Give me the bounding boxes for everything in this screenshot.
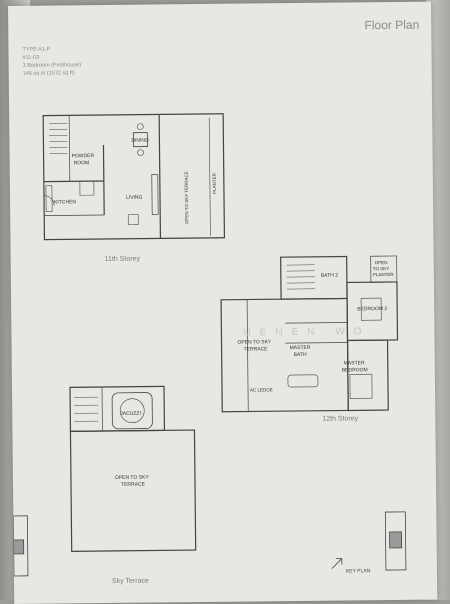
label-master-bedroom-1: MASTER: [344, 360, 365, 366]
label-ac-ledge: AC LEDGE: [250, 387, 273, 392]
storey-11-plan: [43, 114, 224, 240]
label-terrace-11: OPEN TO SKY TERRACE: [184, 171, 190, 224]
label-powder-room-1: POWDER: [72, 153, 95, 159]
label-master-bath-2: BATH: [294, 352, 307, 358]
label-planter-3: PLANTER: [373, 272, 395, 277]
label-kitchen: KITCHEN: [54, 199, 76, 205]
key-plan-right: [385, 512, 406, 570]
label-bath-2: BATH 2: [321, 273, 338, 279]
brochure-page: Floor Plan TYPE A1-P #11-03 3 Bedroom (P…: [8, 2, 437, 604]
label-bedroom-2: BEDROOM 2: [357, 306, 387, 312]
caption-storey-12: 12th Storey: [322, 415, 358, 422]
label-sky-terrace-1: OPEN TO SKY: [115, 475, 149, 481]
caption-sky-terrace: Sky Terrace: [112, 578, 149, 585]
watermark: UENEN WO: [243, 326, 370, 338]
key-plan-label: KEY PLAN: [346, 568, 370, 574]
caption-storey-11: 11th Storey: [105, 256, 141, 263]
label-planter-2: TO SKY: [373, 266, 389, 271]
label-master-bedroom-2: BEDROOM: [342, 367, 368, 373]
label-master-bath-1: MASTER: [290, 345, 311, 351]
compass-icon: [332, 559, 342, 569]
label-planter-1: OPEN: [375, 260, 388, 265]
label-dining: DINING: [131, 138, 149, 144]
label-powder-room-2: ROOM: [74, 160, 90, 166]
key-plan-left: [13, 516, 28, 576]
floor-plans-drawing: UENEN WO DINING POWDER ROOM KITCHEN LIVI…: [8, 2, 437, 604]
label-sky-terrace-2: TERRACE: [121, 482, 146, 488]
label-planter: PLANTER: [212, 172, 217, 194]
label-jacuzzi: JACUZZI: [120, 411, 141, 417]
label-living: LIVING: [126, 195, 143, 201]
label-terrace-12-1: OPEN TO SKY: [238, 339, 272, 345]
label-terrace-12-2: TERRACE: [244, 346, 269, 352]
